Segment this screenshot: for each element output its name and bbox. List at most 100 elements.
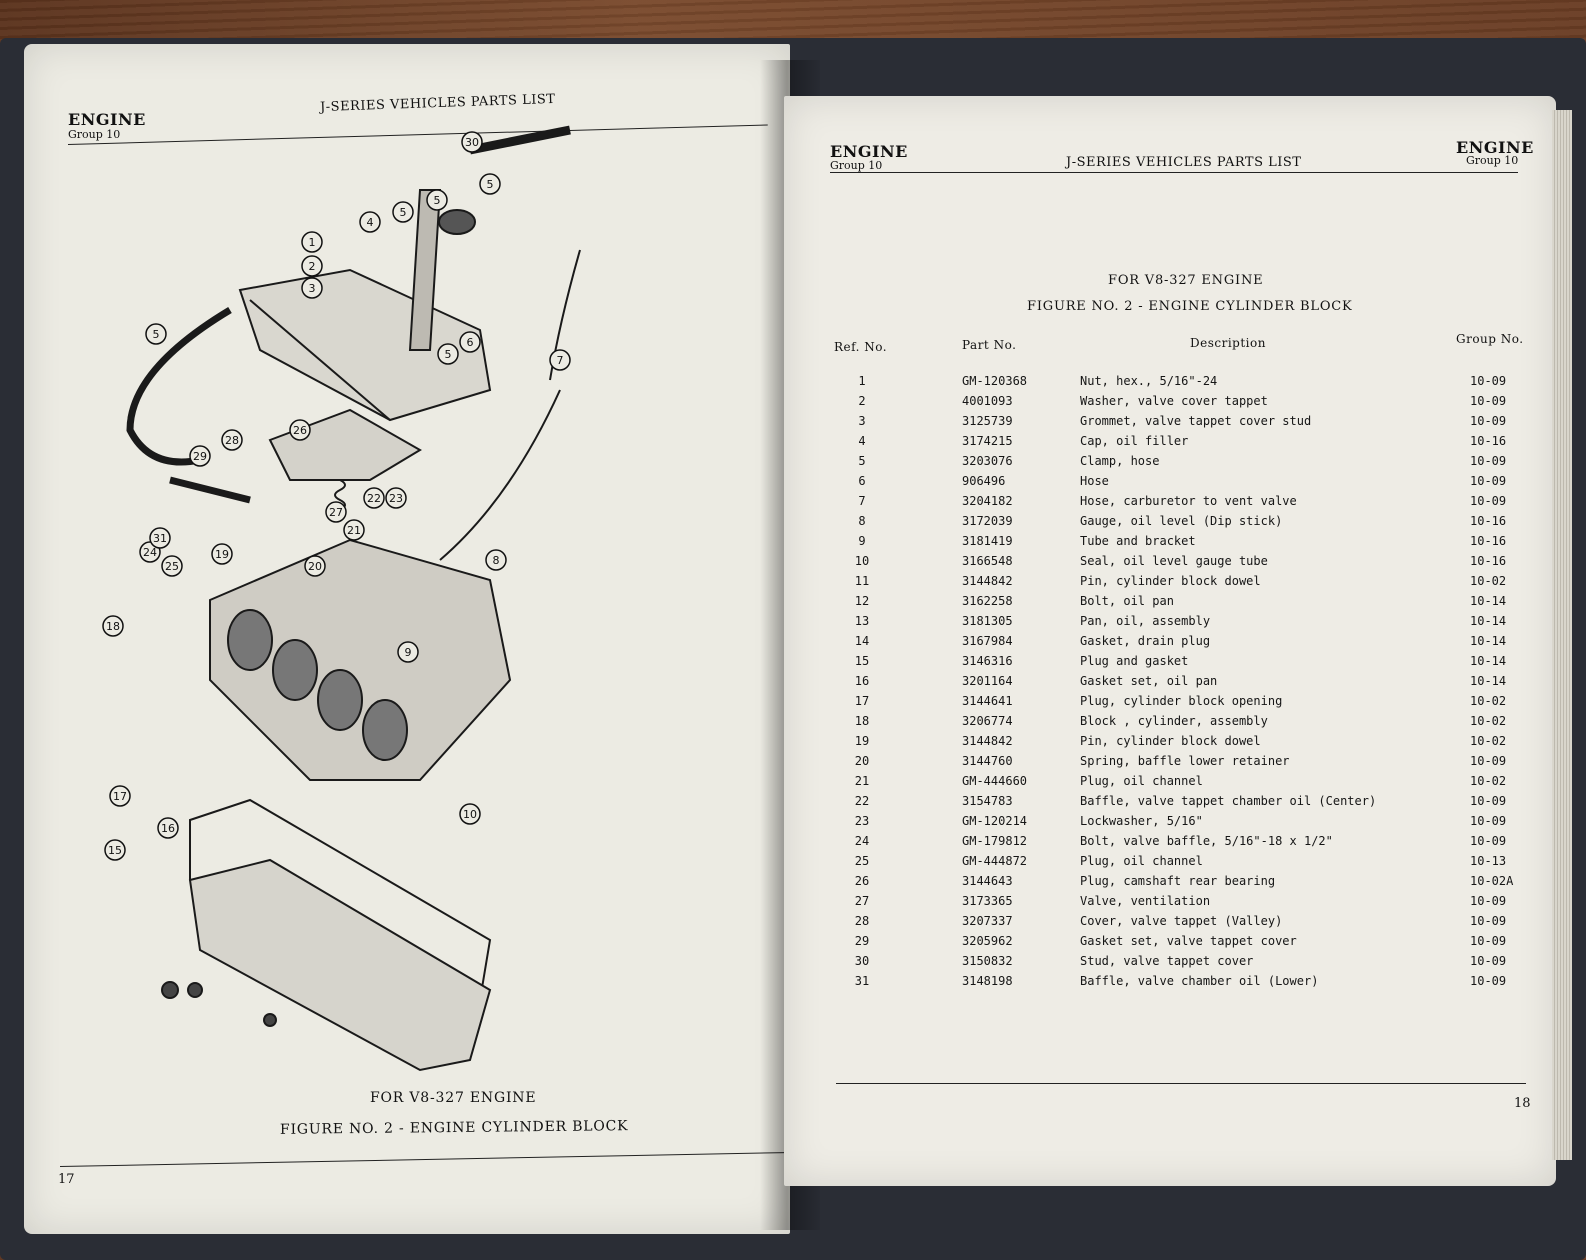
right-page xyxy=(784,96,1556,1186)
page-edges xyxy=(1552,110,1572,1160)
callout-label: 28 xyxy=(225,434,239,447)
description-cell: Valve, ventilation xyxy=(1080,894,1211,908)
right-header-group: Group 10 xyxy=(830,159,883,172)
description-cell: Hose xyxy=(1080,474,1109,488)
part-number-cell: GM-444872 xyxy=(962,854,1028,868)
ref-cell: 21 xyxy=(854,774,870,788)
engine-exploded-diagram: 1234555556789101112131415161718192021222… xyxy=(102,125,581,1072)
ref-cell: 4 xyxy=(858,434,866,448)
ref-cell: 2 xyxy=(858,394,866,408)
column-header-ref: Ref. No. xyxy=(834,340,888,354)
part-number-cell: GM-444660 xyxy=(962,774,1028,788)
part-number-cell: 3204182 xyxy=(962,494,1013,508)
description-cell: Pan, oil, assembly xyxy=(1080,614,1211,628)
description-cell: Washer, valve cover tappet xyxy=(1080,394,1268,408)
callout-label: 4 xyxy=(367,216,374,229)
callout-label: 17 xyxy=(113,790,127,803)
description-cell: Bolt, valve baffle, 5/16"-18 x 1/2" xyxy=(1080,834,1333,848)
right-header-title: J-SERIES VEHICLES PARTS LIST xyxy=(1066,155,1302,170)
callout-label: 24 xyxy=(143,546,157,559)
right-header-group-right: Group 10 xyxy=(1466,154,1519,167)
ref-cell: 16 xyxy=(854,674,870,688)
group-number-cell: 10-02 xyxy=(1470,574,1507,588)
part-number-cell: 3150832 xyxy=(962,954,1013,968)
ref-cell: 1 xyxy=(858,374,866,388)
callout-label: 6 xyxy=(467,336,474,349)
column-header-group: Group No. xyxy=(1456,332,1524,346)
description-cell: Baffle, valve tappet chamber oil (Center… xyxy=(1080,794,1377,808)
description-cell: Gauge, oil level (Dip stick) xyxy=(1080,514,1283,528)
right-header-rule xyxy=(830,172,1518,173)
ref-cell: 29 xyxy=(854,934,870,948)
part-number-cell: 3166548 xyxy=(962,554,1013,568)
callout-label: 8 xyxy=(493,554,500,567)
part-number-cell: 3148198 xyxy=(962,974,1013,988)
group-number-cell: 10-09 xyxy=(1470,834,1507,848)
description-cell: Plug, oil channel xyxy=(1080,774,1203,788)
ref-cell: 9 xyxy=(858,534,866,548)
part-number-cell: 3144643 xyxy=(962,874,1013,888)
group-number-cell: 10-09 xyxy=(1470,814,1507,828)
ref-cell: 19 xyxy=(854,734,870,748)
part-number-cell: 3207337 xyxy=(962,914,1013,928)
ref-cell: 23 xyxy=(854,814,870,828)
description-cell: Stud, valve tappet cover xyxy=(1080,954,1254,968)
part-number-cell: 3203076 xyxy=(962,454,1013,468)
callout-label: 9 xyxy=(405,646,412,659)
group-number-cell: 10-09 xyxy=(1470,474,1507,488)
ref-cell: 8 xyxy=(858,514,866,528)
callout-label: 3 xyxy=(309,282,316,295)
group-number-cell: 10-16 xyxy=(1470,434,1507,448)
left-caption-figure: FIGURE NO. 2 - ENGINE CYLINDER BLOCK xyxy=(279,1118,629,1138)
group-number-cell: 10-02A xyxy=(1470,874,1514,888)
right-page-number: 18 xyxy=(1514,1096,1531,1111)
description-cell: Seal, oil level gauge tube xyxy=(1080,554,1268,568)
callout-label: 5 xyxy=(487,178,494,191)
ref-cell: 22 xyxy=(854,794,870,808)
part-number-cell: 3144641 xyxy=(962,694,1013,708)
callout-label: 26 xyxy=(293,424,307,437)
part-number-cell: 3181419 xyxy=(962,534,1013,548)
description-cell: Grommet, valve tappet cover stud xyxy=(1080,414,1312,428)
column-header-part: Part No. xyxy=(962,338,1017,352)
callout-label: 25 xyxy=(165,560,179,573)
ref-cell: 17 xyxy=(854,694,870,708)
description-cell: Bolt, oil pan xyxy=(1080,594,1174,608)
left-page-number: 17 xyxy=(58,1172,75,1187)
callout-label: 21 xyxy=(347,524,361,537)
group-number-cell: 10-14 xyxy=(1470,654,1507,668)
group-number-cell: 10-09 xyxy=(1470,914,1507,928)
ref-cell: 27 xyxy=(854,894,870,908)
ref-cell: 30 xyxy=(854,954,870,968)
part-number-cell: 3162258 xyxy=(962,594,1013,608)
ref-cell: 5 xyxy=(858,454,866,468)
callout-label: 15 xyxy=(108,844,122,857)
part-number-cell: GM-120368 xyxy=(962,374,1028,388)
description-cell: Pin, cylinder block dowel xyxy=(1080,574,1261,588)
right-figure-title: FIGURE NO. 2 - ENGINE CYLINDER BLOCK xyxy=(1027,299,1353,314)
ref-cell: 31 xyxy=(854,974,870,988)
group-number-cell: 10-13 xyxy=(1470,854,1507,868)
description-cell: Gasket, drain plug xyxy=(1080,634,1211,648)
part-number-cell: GM-120214 xyxy=(962,814,1028,828)
ref-cell: 28 xyxy=(854,914,870,928)
callout-label: 2 xyxy=(309,260,316,273)
part-number-cell: 3205962 xyxy=(962,934,1013,948)
